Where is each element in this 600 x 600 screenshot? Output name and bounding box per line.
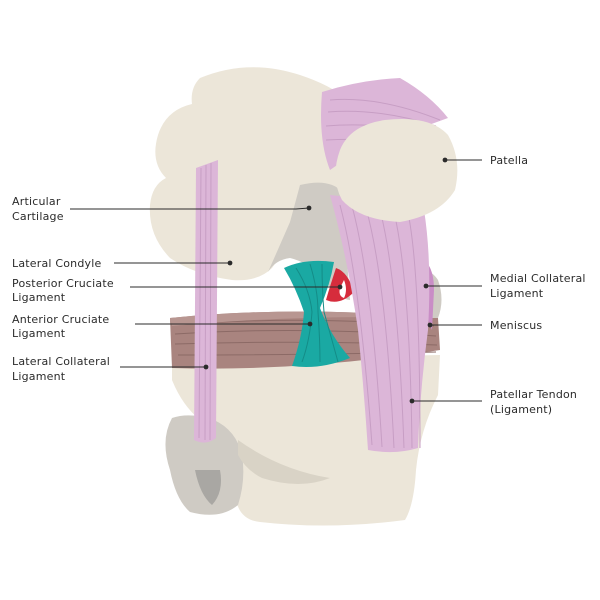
patellar-tendon <box>330 195 430 453</box>
quad-lines <box>325 98 441 143</box>
label-lateral-condyle: Lateral Condyle <box>12 257 101 270</box>
label-anterior-cruciate-ligament: Anterior Cruciate Ligament <box>12 313 113 340</box>
patella <box>335 119 458 222</box>
label-patella: Patella <box>490 154 528 167</box>
label-patellar-tendon: Patellar Tendon (Ligament) <box>490 388 581 416</box>
pcl-highlight <box>339 280 346 298</box>
label-lateral-collateral-ligament: Lateral Collateral Ligament <box>12 355 114 383</box>
acl-lines <box>295 263 339 363</box>
label-meniscus: Meniscus <box>490 319 542 332</box>
leader-lines <box>70 157 482 404</box>
label-medial-collateral-ligament: Medial Collateral Ligament <box>490 272 589 300</box>
label-articular-cartilage: Articular Cartilage <box>12 195 64 223</box>
fibula-shadow <box>195 470 221 505</box>
fibula-head <box>165 415 244 515</box>
tibia-shadow <box>238 440 330 484</box>
patellar-tendon-lines <box>339 204 421 449</box>
label-posterior-cruciate-ligament: Posterior Cruciate Ligament <box>12 277 118 304</box>
